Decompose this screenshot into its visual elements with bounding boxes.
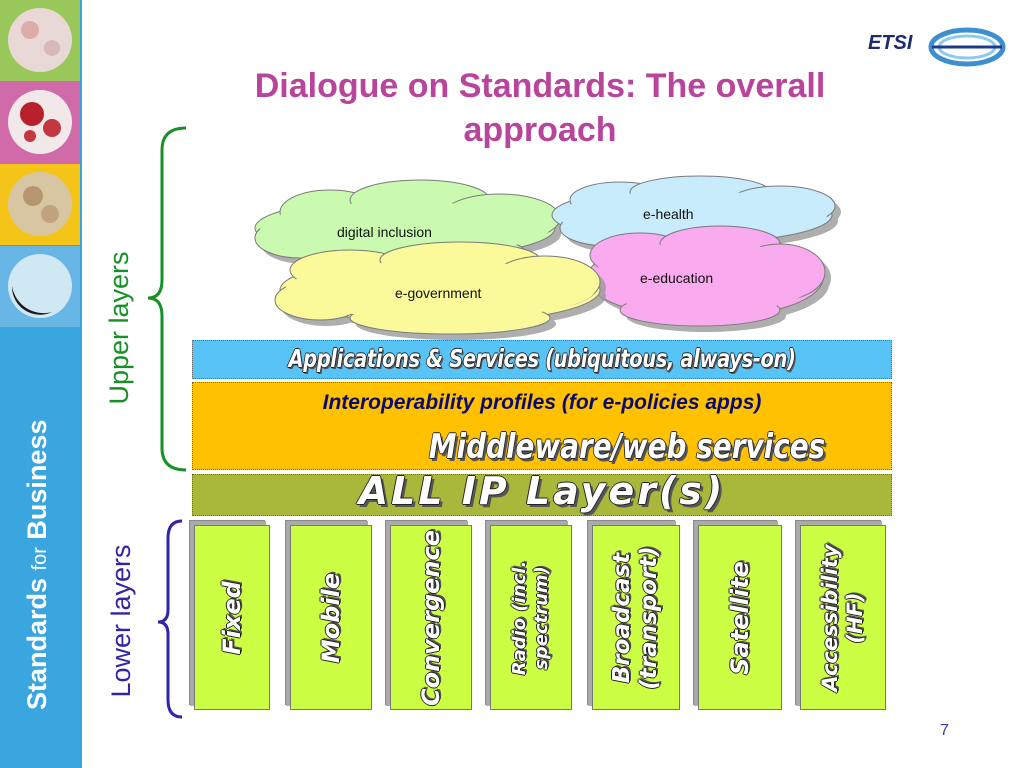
- tech-label-accessibility: Accessibility (HF): [818, 543, 867, 692]
- tech-label-convergence: Convergence: [417, 529, 445, 706]
- tech-label-fixed: Fixed: [218, 580, 246, 655]
- tech-box-satellite: Satellite: [698, 525, 782, 710]
- applications-services-layer: Applications & Services (ubiquitous, alw…: [192, 340, 892, 379]
- lower-layers-bracket: [157, 519, 183, 719]
- cloud-label-digital-inclusion: digital inclusion: [337, 224, 432, 240]
- sidebar-tile-moon-gold: [0, 164, 80, 245]
- tech-label-broadcast: Broadcast (transport): [609, 545, 662, 690]
- tech-label-satellite: Satellite: [726, 560, 754, 675]
- cloud-label-e-government: e-government: [395, 285, 482, 301]
- sidebar: Standards for Business: [0, 0, 82, 768]
- middleware-layer: Interoperability profiles (for e-policie…: [192, 382, 892, 470]
- all-ip-text: ALL IP Layer(s): [358, 469, 726, 513]
- interoperability-profiles-text: Interoperability profiles (for e-policie…: [322, 391, 762, 414]
- upper-layers-label: Upper layers: [104, 251, 134, 405]
- sidebar-tile-moon-blue: [0, 246, 80, 327]
- sidebar-tile-moon-green: [0, 0, 80, 81]
- applications-services-text: Applications & Services (ubiquitous, alw…: [288, 344, 796, 373]
- tech-box-radio: Radio (incl. spectrum): [490, 525, 572, 710]
- tech-box-fixed: Fixed: [194, 525, 270, 710]
- upper-layers-bracket: [147, 126, 187, 472]
- etsi-logo: ETSI: [862, 22, 1007, 72]
- cloud-label-e-education: e-education: [640, 270, 714, 286]
- tech-box-accessibility: Accessibility (HF): [800, 525, 886, 710]
- tech-label-radio: Radio (incl. spectrum): [509, 560, 552, 675]
- page-number: 7: [940, 722, 949, 739]
- sidebar-tile-moon-red: [0, 82, 80, 163]
- middleware-text: Middleware/web services: [428, 427, 826, 467]
- cloud-label-e-health: e-health: [643, 206, 694, 222]
- tech-box-broadcast: Broadcast (transport): [592, 525, 680, 710]
- page-title: Dialogue on Standards: The overall appro…: [254, 67, 826, 149]
- etsi-logo-text: ETSI: [868, 32, 913, 54]
- tech-box-convergence: Convergence: [390, 525, 472, 710]
- tech-box-mobile: Mobile: [290, 525, 372, 710]
- tech-label-mobile: Mobile: [317, 572, 345, 663]
- all-ip-layer: ALL IP Layer(s): [192, 469, 892, 516]
- lower-layers-label: Lower layers: [106, 544, 136, 698]
